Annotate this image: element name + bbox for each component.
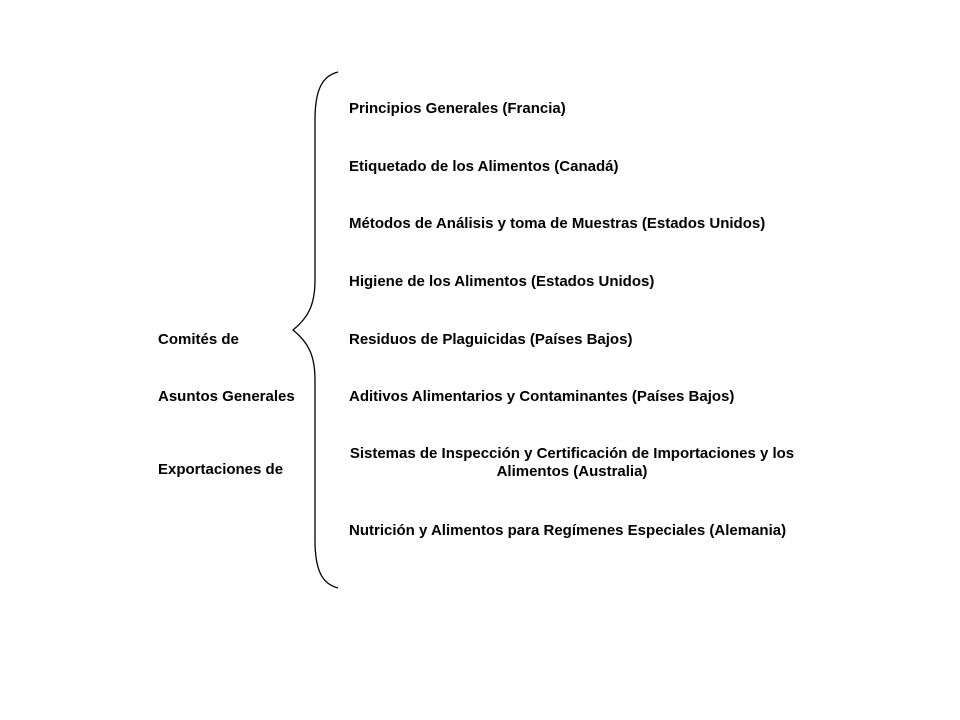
left-label-exportaciones: Exportaciones de bbox=[158, 461, 284, 478]
committee-item: Sistemas de Inspección y Certificación d… bbox=[349, 445, 795, 480]
committee-item: Etiquetado de los Alimentos (Canadá) bbox=[349, 158, 619, 175]
brace-path bbox=[291, 71, 339, 589]
left-label-comites: Comités de bbox=[158, 331, 239, 348]
committee-item: Higiene de los Alimentos (Estados Unidos… bbox=[349, 273, 655, 290]
committee-item: Métodos de Análisis y toma de Muestras (… bbox=[349, 215, 766, 232]
committee-item: Principios Generales (Francia) bbox=[349, 100, 566, 117]
left-label-asuntos: Asuntos Generales bbox=[158, 388, 295, 405]
committee-item: Nutrición y Alimentos para Regímenes Esp… bbox=[349, 522, 787, 539]
committee-item: Aditivos Alimentarios y Contaminantes (P… bbox=[349, 388, 735, 405]
committee-item: Residuos de Plaguicidas (Países Bajos) bbox=[349, 331, 633, 348]
